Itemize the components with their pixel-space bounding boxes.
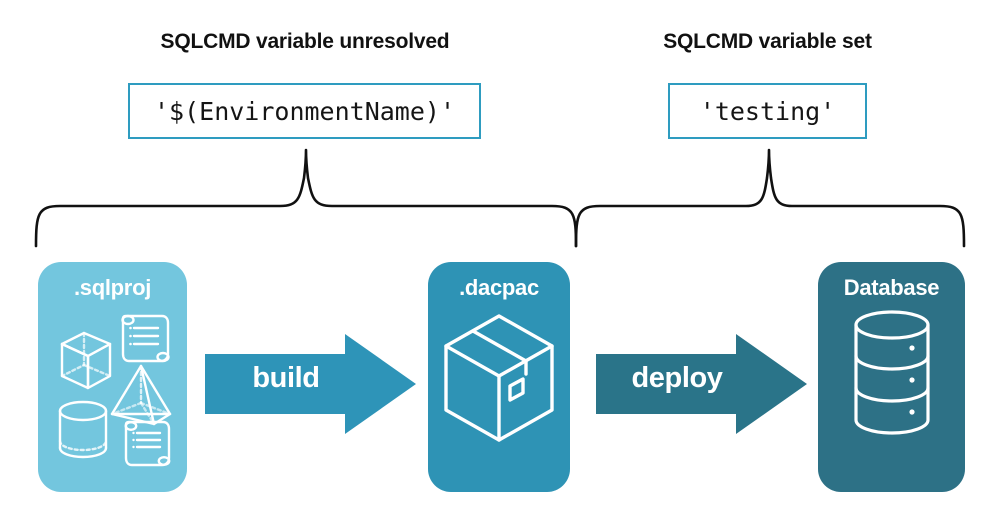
database-cylinder-icon — [853, 310, 930, 435]
scroll-icon — [124, 420, 170, 467]
card-dacpac-title: .dacpac — [459, 275, 539, 300]
pyramid-icon — [110, 364, 171, 426]
curly-brace-right — [574, 148, 966, 248]
card-sqlproj-title: .sqlproj — [73, 275, 152, 300]
code-box-set-value: 'testing' — [668, 83, 867, 139]
sqlproj-objects-illustration — [58, 314, 171, 467]
arrow-build[interactable]: build — [203, 332, 418, 436]
cube-icon — [60, 331, 111, 390]
card-sqlproj[interactable]: .sqlproj — [38, 262, 187, 492]
card-database-artwork — [818, 308, 965, 440]
heading-sqlcmd-variable-set: SQLCMD variable set — [663, 30, 872, 53]
code-box-unresolved-value: '$(EnvironmentName)' — [128, 83, 481, 139]
arrow-deploy-shape — [596, 334, 807, 434]
arrow-deploy[interactable]: deploy — [594, 332, 809, 436]
curly-brace-left — [34, 148, 578, 248]
card-database-title: Database — [843, 275, 940, 300]
card-dacpac-artwork — [428, 308, 570, 448]
cylinder-icon — [58, 400, 107, 459]
card-database[interactable]: Database — [818, 262, 965, 492]
card-sqlproj-artwork — [38, 308, 187, 476]
card-dacpac[interactable]: .dacpac — [428, 262, 570, 492]
scroll-icon — [120, 314, 170, 363]
package-box-icon — [444, 314, 554, 442]
heading-sqlcmd-variable-unresolved: SQLCMD variable unresolved — [160, 30, 450, 53]
arrow-build-shape — [205, 334, 416, 434]
